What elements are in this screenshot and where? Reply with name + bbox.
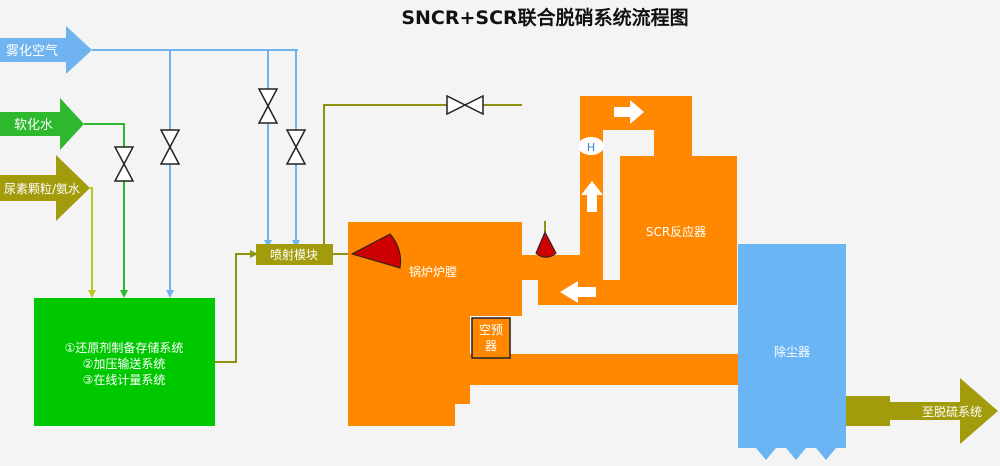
diagram-title: SNCR+SCR联合脱硝系统流程图 (401, 6, 688, 29)
water-input-arrow: 软化水 (0, 98, 84, 150)
air-preheater: 空预 器 (471, 317, 511, 359)
riser-and-scr (538, 96, 737, 305)
output-pipe: 至脱硫系统 (846, 378, 998, 444)
air-lines (92, 49, 300, 298)
valve-nozzle-line[interactable] (446, 94, 484, 116)
urea-input-label: 尿素颗粒/氨水 (4, 181, 80, 196)
valve-water[interactable] (113, 146, 135, 182)
urea-input-arrow: 尿素颗粒/氨水 (0, 155, 90, 221)
flow-arrow-right (614, 100, 644, 124)
injection-module: 喷射模块 (256, 244, 333, 265)
storage-system-line-1: ①还原剂制备存储系统 (65, 340, 184, 355)
flow-arrow-left (560, 281, 596, 303)
scr-reactor-label: SCR反应器 (646, 224, 706, 239)
storage-system-line-3: ③在线计量系统 (83, 373, 166, 387)
storage-system-box: ①还原剂制备存储系统 ②加压输送系统 ③在线计量系统 (34, 298, 215, 426)
water-input-label: 软化水 (14, 118, 53, 133)
flow-arrow-up (581, 181, 603, 212)
urea-line (88, 187, 96, 298)
flue-cutouts (455, 96, 738, 426)
output-label: 至脱硫系统 (922, 404, 982, 419)
air-input-arrow: 雾化空气 (0, 26, 92, 74)
valve-air-3[interactable] (285, 129, 307, 165)
air-input-label: 雾化空气 (6, 43, 58, 59)
dust-collector: 除尘器 (738, 244, 846, 460)
air-preheater-label-2: 器 (485, 339, 497, 353)
h-marker-label: H (587, 141, 595, 154)
sncr-nozzle (350, 233, 402, 269)
valve-air-1[interactable] (159, 129, 181, 165)
valve-air-2[interactable] (257, 88, 279, 124)
storage-to-module-line (215, 250, 258, 363)
scr-nozzle (535, 230, 557, 258)
boiler-label: 锅炉炉膛 (409, 264, 457, 279)
air-preheater-label-1: 空预 (479, 323, 503, 337)
injection-module-label: 喷射模块 (270, 247, 318, 262)
storage-system-line-2: ②加压输送系统 (83, 356, 166, 371)
water-line (84, 123, 128, 298)
dust-collector-label: 除尘器 (774, 344, 810, 359)
h-marker: H (578, 137, 604, 155)
